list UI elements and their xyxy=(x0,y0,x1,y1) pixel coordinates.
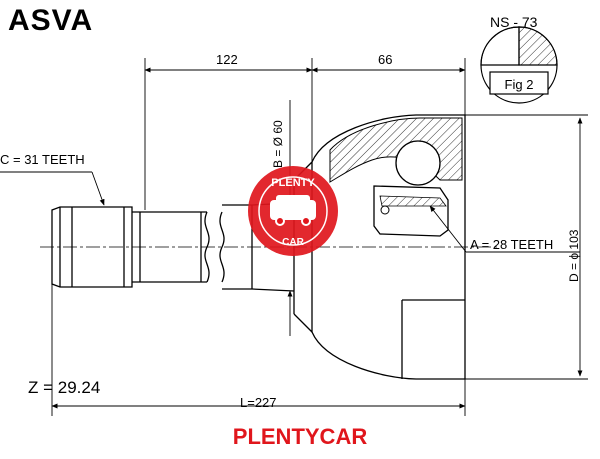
small-ball xyxy=(380,205,390,215)
watermark-bottom-text: CAR xyxy=(282,237,304,248)
total-length-label: L=227 xyxy=(240,395,277,410)
dim-length-left: 122 xyxy=(216,52,238,67)
watermark-top-text: PLENTY xyxy=(271,177,315,189)
dim-diameter-b: B = Ø 60 xyxy=(271,120,285,168)
dim-diameter-d: D = ϕ 103 xyxy=(567,229,581,282)
dimension-lines xyxy=(0,58,588,416)
fig-label: Fig 2 xyxy=(505,77,534,92)
teeth-a-label: A = 28 TEETH xyxy=(470,237,554,252)
footer-brand: PLENTYCAR xyxy=(232,424,368,449)
dim-length-right: 66 xyxy=(378,52,393,67)
fig-detail xyxy=(480,26,558,104)
spline-shaft xyxy=(51,206,207,288)
teeth-c-label: C = 31 TEETH xyxy=(0,152,85,167)
part-number: NS - 73 xyxy=(490,14,538,30)
watermark-seal: PLENTY CAR xyxy=(248,166,338,256)
z-value-label: Z = 29.24 xyxy=(28,378,101,397)
ball xyxy=(395,140,441,186)
brand-name: ASVA xyxy=(8,4,94,37)
